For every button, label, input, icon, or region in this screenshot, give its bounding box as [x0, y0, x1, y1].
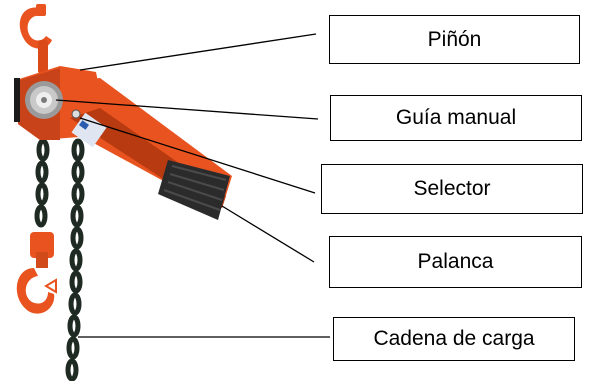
- leader-line-lever: [221, 205, 315, 263]
- top-hook: [19, 4, 52, 74]
- load-chain: [65, 138, 85, 381]
- leader-line-selector: [79, 117, 316, 194]
- label-lever: Palanca: [329, 236, 582, 288]
- pinion-hub: [25, 81, 63, 119]
- leader-line-pinion: [79, 33, 317, 71]
- label-manual-guide: Guía manual: [330, 95, 582, 141]
- bottom-hook: [16, 232, 57, 314]
- selector-knob: [71, 109, 81, 119]
- leader-lines: [55, 33, 330, 338]
- label-pinion: Piñón: [329, 15, 580, 64]
- lever-grip: [158, 160, 230, 220]
- label-load-chain: Cadena de carga: [333, 317, 575, 361]
- label-selector: Selector: [321, 164, 583, 214]
- leader-line-manual-guide: [55, 99, 319, 120]
